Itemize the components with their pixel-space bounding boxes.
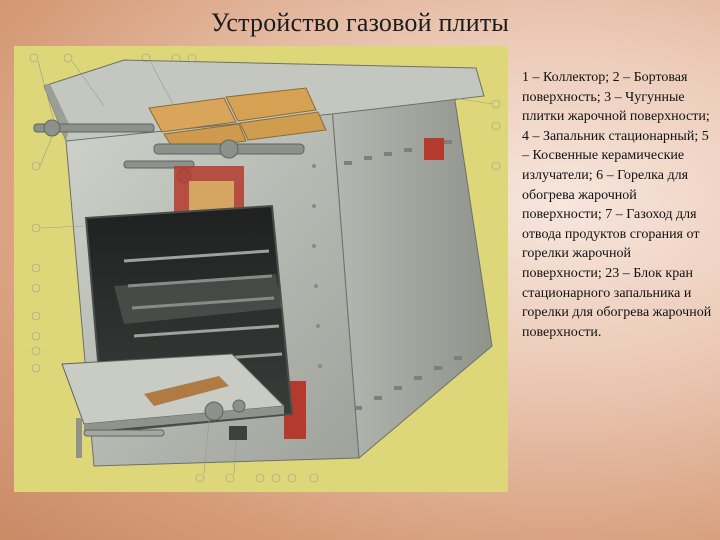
gas-stove-illustration — [14, 46, 508, 492]
slide-title: Устройство газовой плиты — [210, 8, 510, 37]
legend-caption: 1 – Коллектор; 2 – Бортовая поверхность;… — [522, 70, 712, 340]
